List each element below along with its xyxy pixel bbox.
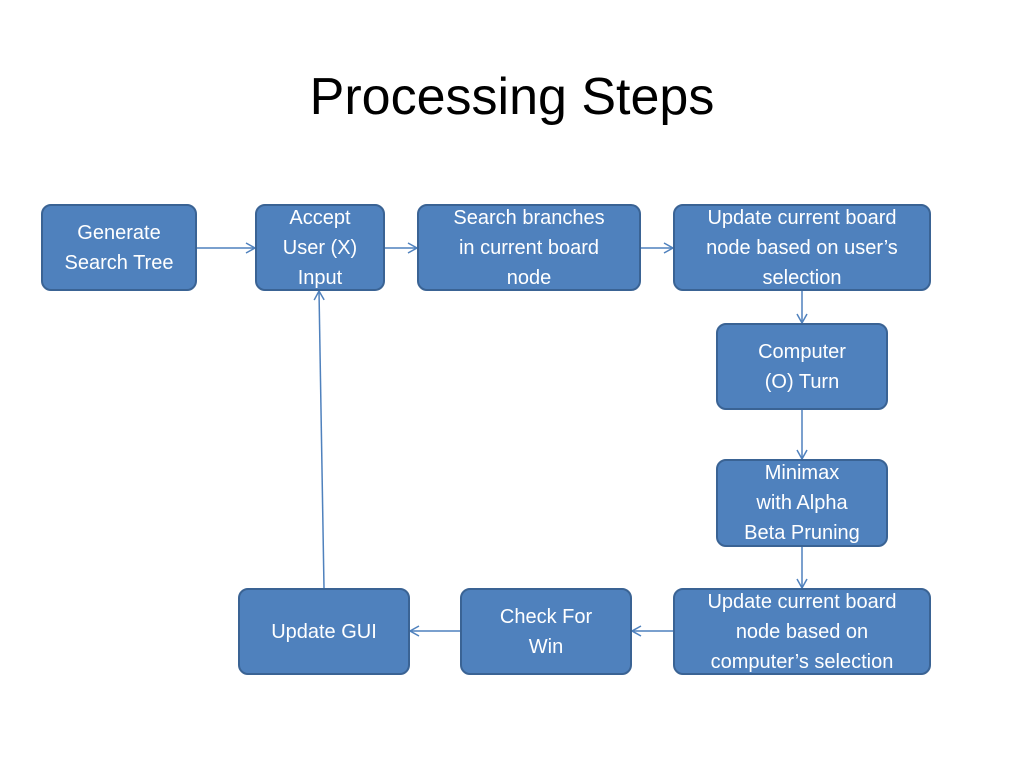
node-accept-user-input: Accept User (X) Input	[255, 204, 385, 291]
node-generate-search-tree: Generate Search Tree	[41, 204, 197, 291]
node-minimax: Minimax with Alpha Beta Pruning	[716, 459, 888, 547]
node-update-board-computer: Update current board node based on compu…	[673, 588, 931, 675]
arrow-update-gui-to-accept	[313, 289, 325, 589]
node-update-board-user: Update current board node based on user’…	[673, 204, 931, 291]
node-computer-turn: Computer (O) Turn	[716, 323, 888, 410]
node-search-branches: Search branches in current board node	[417, 204, 641, 291]
page-title: Processing Steps	[309, 68, 715, 126]
node-update-gui: Update GUI	[238, 588, 410, 675]
node-check-for-win: Check For Win	[460, 588, 632, 675]
